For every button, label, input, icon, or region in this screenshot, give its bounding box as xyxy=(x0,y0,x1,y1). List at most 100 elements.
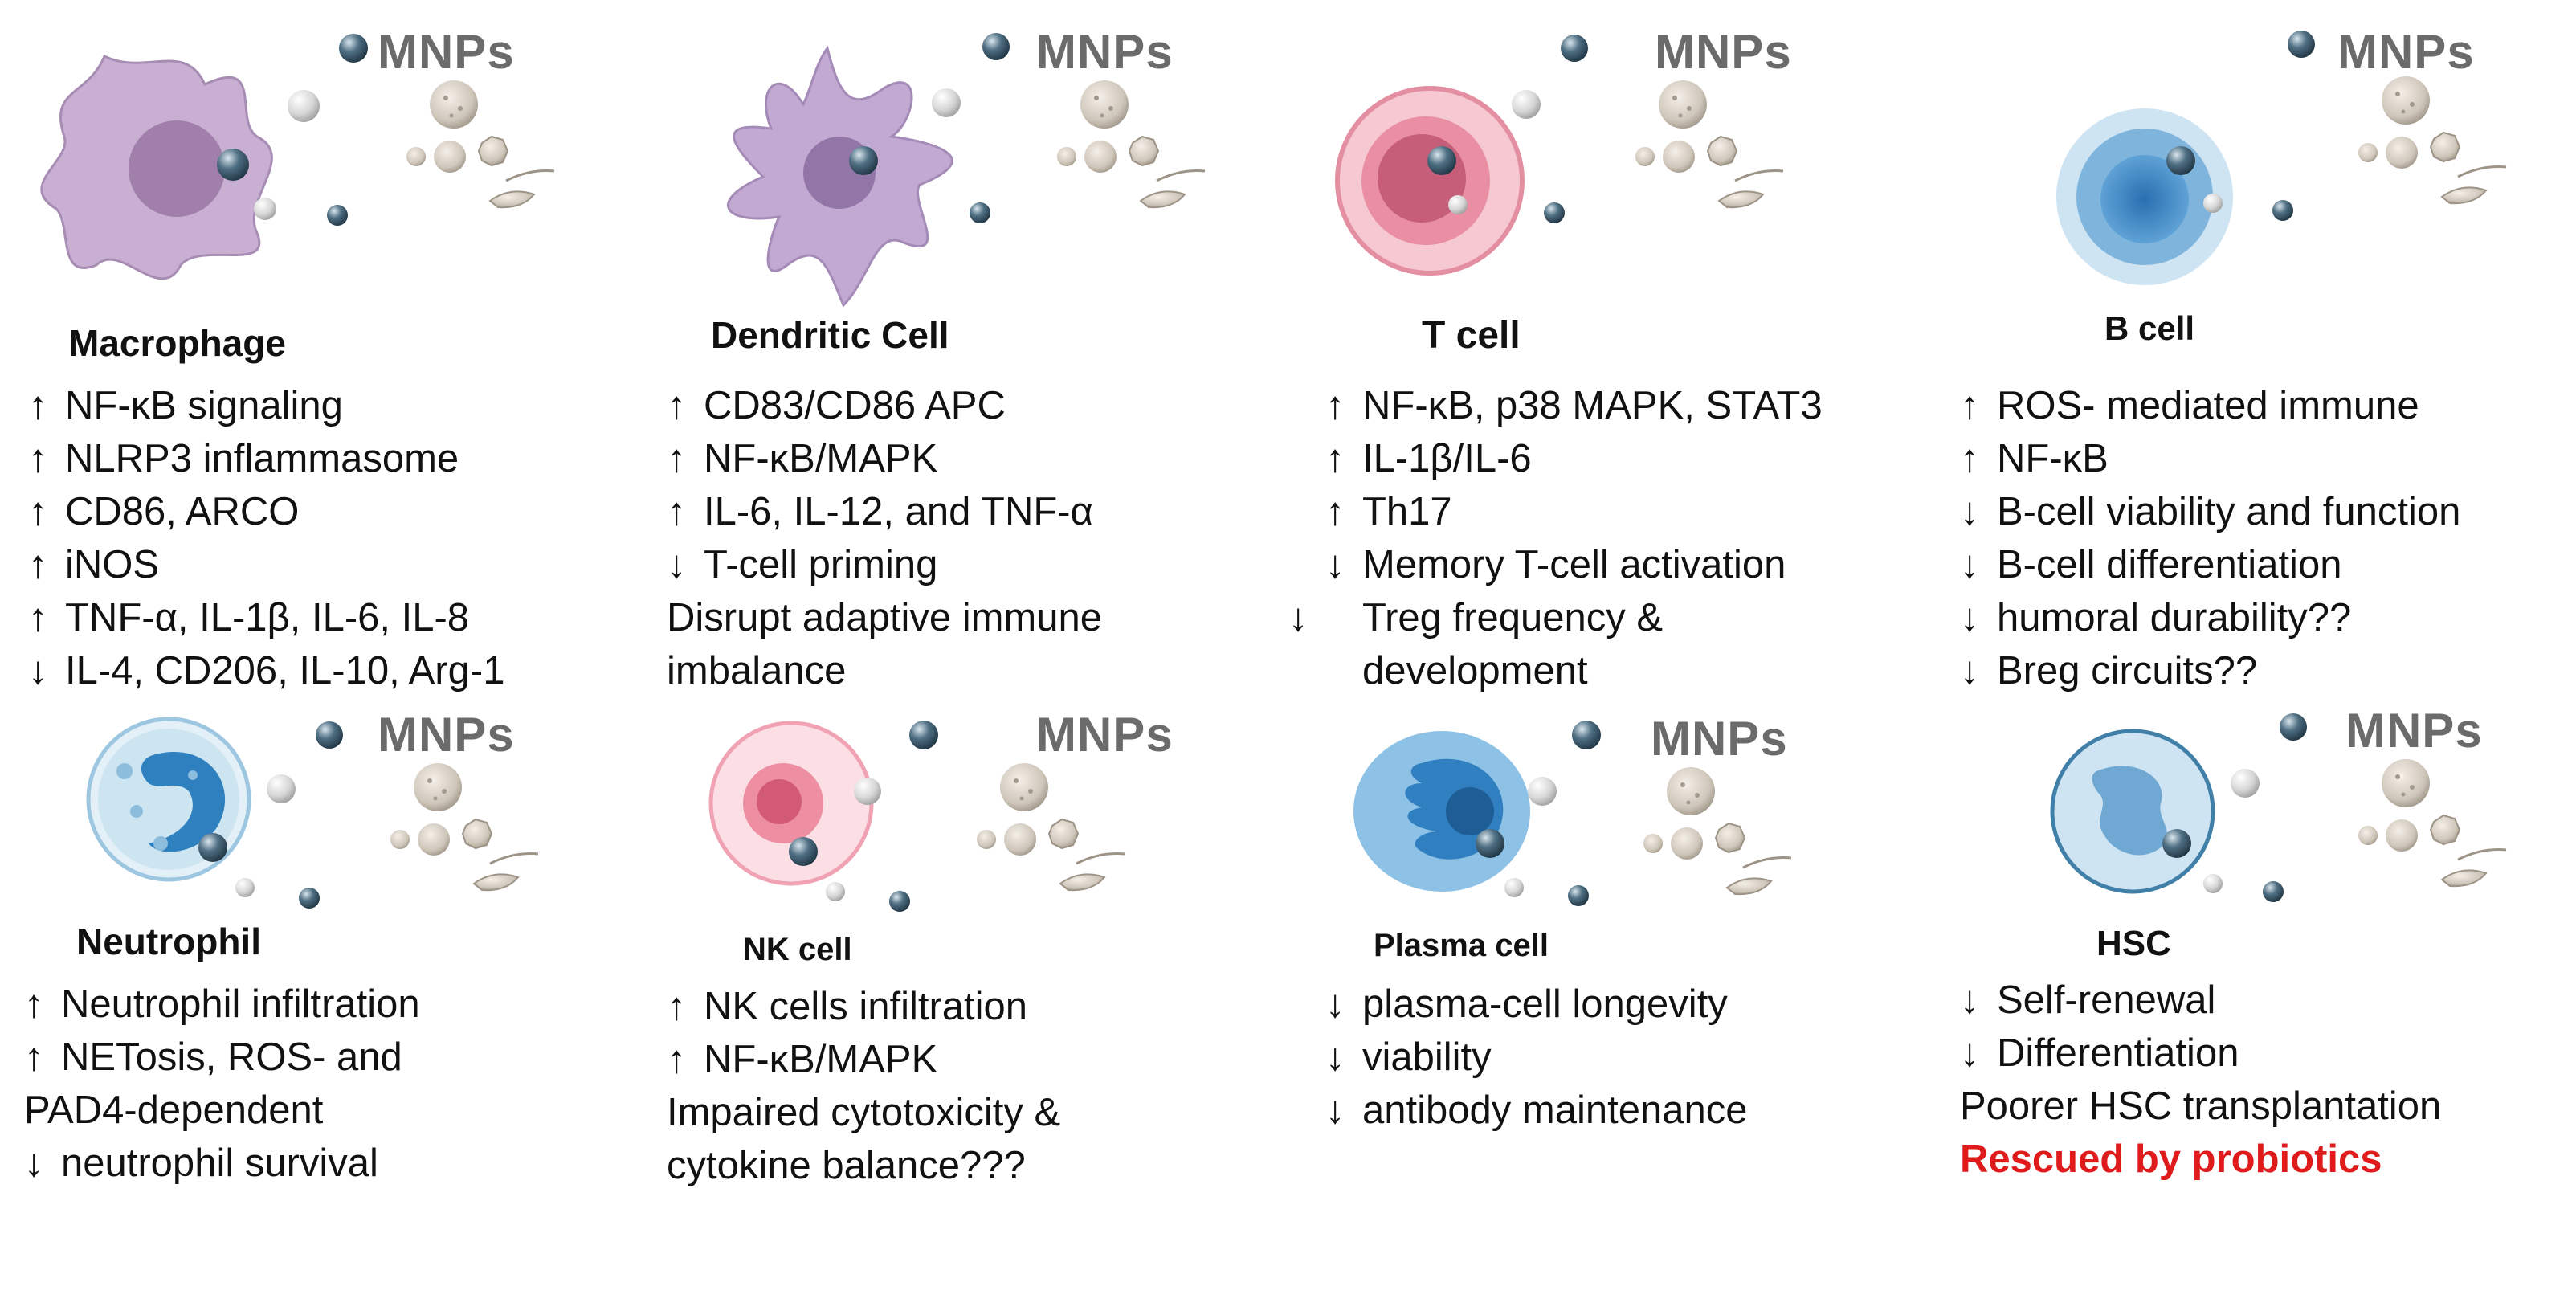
mnp-label: MNPs xyxy=(2345,704,2483,758)
effect-arrow: ↑ xyxy=(667,490,687,533)
effect-item: ↑ NF-κB, p38 MAPK, STAT3 xyxy=(1325,379,1936,432)
nanoplastic-particle xyxy=(1476,829,1504,858)
effect-text: NF-κB xyxy=(1997,437,2109,480)
panel-b-cell: MNPs B cell ↑ROS- mediated immune ↑NF-κB… xyxy=(1936,0,2576,692)
microplastic-bead xyxy=(826,882,845,901)
effect-text: NF-κB, p38 MAPK, STAT3 xyxy=(1362,384,1823,427)
microplastic-cluster xyxy=(389,762,540,892)
mnp-label: MNPs xyxy=(378,25,515,79)
macrophage-cell xyxy=(40,54,273,280)
nanoplastic-particle xyxy=(982,33,1010,60)
effect-arrow: ↑ xyxy=(1325,384,1345,427)
effects-list: ↑ROS- mediated immune ↑NF-κB ↓B-cell via… xyxy=(1960,379,2576,697)
effect-item: ↓plasma-cell longevity xyxy=(1325,978,1936,1031)
effect-text: B-cell viability and function xyxy=(1997,490,2461,533)
effect-text: Differentiation xyxy=(1997,1031,2239,1075)
nanoplastic-particle xyxy=(198,833,227,862)
effect-arrow: ↓ xyxy=(1325,1035,1345,1079)
effect-item: ↑CD86, ARCO xyxy=(28,485,639,538)
effect-item: ↓IL-4, CD206, IL-10, Arg-1 xyxy=(28,644,639,697)
effects-list: ↑NK cells infiltration ↑NF-κB/MAPK Impai… xyxy=(667,980,1277,1192)
effect-text: Breg circuits?? xyxy=(1997,649,2258,692)
plasma-cell-illustration xyxy=(1353,721,1793,906)
effect-item: ↓ humoral durability?? xyxy=(1960,591,2576,644)
effect-text: Disrupt adaptive immune imbalance xyxy=(667,596,1102,692)
effect-arrow: ↓ xyxy=(1960,596,1980,639)
cell-name: T cell xyxy=(1422,314,1521,357)
effect-text: antibody maintenance xyxy=(1362,1088,1748,1132)
effect-item: ↓Treg frequency & development xyxy=(1288,591,1764,697)
effect-arrow: ↑ xyxy=(667,437,687,480)
nanoplastic-particle xyxy=(1568,885,1589,906)
effect-item: ↑NF-κB signaling xyxy=(28,379,639,432)
effect-text: viability xyxy=(1362,1035,1492,1079)
effect-arrow: ↑ xyxy=(28,384,48,427)
nanoplastic-particle xyxy=(316,721,343,749)
effect-text: plasma-cell longevity xyxy=(1362,982,1728,1026)
effect-text: Neutrophil infiltration xyxy=(61,982,420,1026)
mnp-label: MNPs xyxy=(2337,25,2475,79)
effect-arrow: ↓ xyxy=(1960,490,1980,533)
panel-hsc: MNPs HSC ↓Self-renewal ↓Differentiation … xyxy=(1936,691,2576,1311)
effects-list: ↓Self-renewal ↓Differentiation Poorer HS… xyxy=(1960,974,2576,1186)
microplastic-bead xyxy=(235,878,255,897)
microplastic-bead xyxy=(2231,769,2260,798)
microplastic-cluster xyxy=(2357,75,2508,205)
panel-neutrophil: MNPs Neutrophil ↑Neutrophil infiltration… xyxy=(0,691,643,1311)
effect-text: CD83/CD86 APC xyxy=(704,384,1006,427)
microplastic-bead xyxy=(2203,874,2223,893)
cell-name: Plasma cell xyxy=(1374,928,1549,963)
mnp-label: MNPs xyxy=(378,708,515,762)
mnp-label: MNPs xyxy=(1036,708,1174,762)
hsc-cell xyxy=(2050,729,2215,894)
cell-name: NK cell xyxy=(743,932,852,967)
effect-text: humoral durability?? xyxy=(1997,596,2352,639)
nk-cell xyxy=(708,721,874,886)
effect-item: ↓Memory T-cell activation xyxy=(1325,538,1936,591)
effect-text: iNOS xyxy=(65,543,160,586)
nanoplastic-particle xyxy=(299,888,320,909)
cell-name: HSC xyxy=(2096,924,2171,963)
effect-text: T-cell priming xyxy=(704,543,938,586)
neutrophil-illustration xyxy=(86,717,540,909)
b-cell-illustration xyxy=(2056,31,2508,285)
effects-list: ↑Neutrophil infiltration ↑NETosis, ROS- … xyxy=(24,978,635,1190)
microplastic-cluster xyxy=(975,762,1126,892)
nanoplastic-particle xyxy=(1561,35,1588,62)
cell-name: Macrophage xyxy=(68,322,286,364)
microplastic-cluster xyxy=(1642,766,1793,896)
effect-item-highlight: Rescued by probiotics xyxy=(1960,1133,2576,1186)
effect-arrow: ↑ xyxy=(28,437,48,480)
microplastic-bead xyxy=(267,774,296,803)
effect-item: ↑Th17 xyxy=(1325,485,1936,538)
effects-list: ↑NF-κB signaling ↑NLRP3 inflammasome ↑CD… xyxy=(28,379,639,697)
effect-item: ↓Differentiation xyxy=(1960,1027,2576,1080)
effect-text: Th17 xyxy=(1362,490,1452,533)
effect-arrow: ↑ xyxy=(1325,437,1345,480)
panel-plasma-cell: MNPs Plasma cell ↓plasma-cell longevity … xyxy=(1301,691,1944,1311)
microplastic-bead xyxy=(2203,194,2223,213)
mnp-label: MNPs xyxy=(1651,712,1788,766)
panel-t-cell: MNPs T cell ↑NF-κB, p38 MAPK, STAT3 ↑IL-… xyxy=(1288,0,1944,692)
cell-name: B cell xyxy=(2104,309,2195,347)
microplastic-bead xyxy=(254,198,276,220)
effect-text: NETosis, ROS- and PAD4-dependent xyxy=(24,1035,402,1132)
effect-text: Rescued by probiotics xyxy=(1960,1137,2382,1181)
effect-item: ↑IL-6, IL-12, and TNF-α xyxy=(667,485,1261,538)
nanoplastic-particle xyxy=(889,891,910,912)
effect-text: Treg frequency & development xyxy=(1362,596,1664,692)
dendritic-cell-illustration xyxy=(726,33,1206,308)
nanoplastic-particle xyxy=(1544,202,1565,223)
effect-item: ↓Breg circuits?? xyxy=(1960,644,2576,697)
panel-macrophage: MNPs Macrophage ↑NF-κB signaling ↑NLRP3 … xyxy=(0,0,643,692)
nanoplastic-particle xyxy=(970,202,990,223)
effects-list: ↑CD83/CD86 APC ↑NF-κB/MAPK ↑IL-6, IL-12,… xyxy=(667,379,1261,697)
effect-item: ↓antibody maintenance xyxy=(1325,1084,1936,1137)
effect-arrow: ↑ xyxy=(667,985,687,1028)
microplastic-cluster xyxy=(405,79,556,209)
effect-arrow: ↓ xyxy=(1325,543,1345,586)
effect-item: ↓ viability xyxy=(1325,1031,1936,1084)
microplastic-bead xyxy=(1528,777,1557,806)
nanoplastic-particle xyxy=(327,205,348,226)
effect-text: B-cell differentiation xyxy=(1997,543,2342,586)
